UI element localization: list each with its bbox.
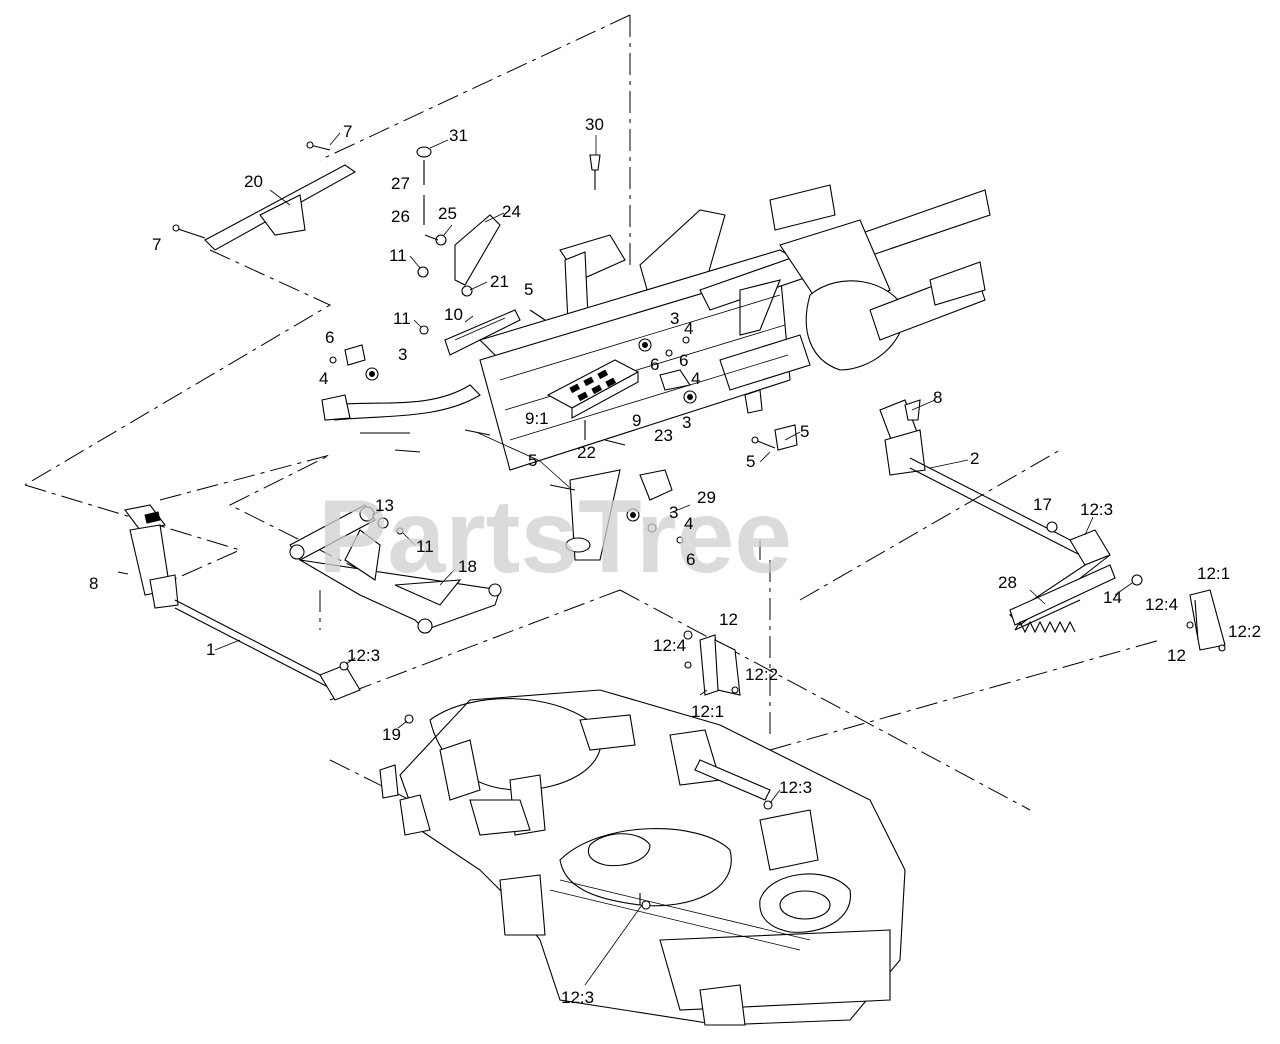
callout-label: 10 <box>444 305 463 324</box>
callout-label: 30 <box>585 115 604 134</box>
callout-label: 6 <box>686 550 695 569</box>
callout-label: 20 <box>244 172 263 191</box>
watermark: PartsTree <box>318 479 792 595</box>
callout-label: 2 <box>970 449 979 468</box>
callout-label: 21 <box>490 272 509 291</box>
callout-label: 4 <box>684 514 693 533</box>
callout-label: 19 <box>382 725 401 744</box>
callout-label: 12:1 <box>691 702 724 721</box>
callout-label: 11 <box>393 309 411 328</box>
callout-label: 11 <box>416 537 434 556</box>
callout-label: 6 <box>679 351 688 370</box>
callout-label: 5 <box>524 280 533 299</box>
callout-label: 12:3 <box>1080 500 1113 519</box>
right-rod-2 <box>751 399 1081 556</box>
callout-label: 12:2 <box>745 665 778 684</box>
callout-label: 28 <box>998 573 1017 592</box>
callout-label: 25 <box>438 204 457 223</box>
callout-label: 24 <box>502 202 521 221</box>
callout-label: 5 <box>746 452 755 471</box>
callout-label: 4 <box>684 319 693 338</box>
callout-labels: 7 31 30 20 27 26 25 24 7 11 21 5 11 10 3… <box>89 115 1261 1007</box>
callout-label: 12:4 <box>653 636 686 655</box>
callout-label: 12:3 <box>779 778 812 797</box>
leader-lines <box>214 132 1133 986</box>
callout-label: 12:4 <box>1145 595 1178 614</box>
callout-label: 9 <box>632 411 641 430</box>
callout-label: 7 <box>152 235 161 254</box>
callout-label: 1 <box>206 640 215 659</box>
callout-label: 26 <box>391 207 410 226</box>
callout-label: 12:3 <box>561 988 594 1007</box>
callout-label: 3 <box>669 503 678 522</box>
callout-label: 23 <box>654 426 673 445</box>
lift-rod-20 <box>172 141 357 251</box>
callout-label: 12:2 <box>1228 622 1261 641</box>
left-bent-arm <box>321 384 481 453</box>
callout-label: 4 <box>319 369 328 388</box>
callout-label: 27 <box>391 174 410 193</box>
callout-label: 6 <box>650 355 659 374</box>
callout-label: 22 <box>577 443 596 462</box>
callout-label: 12:1 <box>1197 564 1230 583</box>
left-rod-1 <box>117 504 414 724</box>
callout-label: 5 <box>528 451 537 470</box>
callout-label: 12 <box>719 610 738 629</box>
step-plate-9 <box>546 359 640 446</box>
upper-hardware <box>416 146 601 297</box>
callout-label: 4 <box>691 369 700 388</box>
center-bushings <box>464 309 697 544</box>
callout-label: 5 <box>800 422 809 441</box>
callout-label: 3 <box>670 309 679 328</box>
callout-label: 18 <box>458 557 477 576</box>
callout-label: 8 <box>89 574 98 593</box>
callout-label: 29 <box>697 488 716 507</box>
callout-label: 12 <box>1167 646 1186 665</box>
bracket-10 <box>419 309 521 356</box>
callout-label: 9:1 <box>525 409 549 428</box>
callout-label: 3 <box>682 413 691 432</box>
left-bushings <box>329 344 379 381</box>
right-lever-14 <box>1009 521 1143 626</box>
lift-arm-18 <box>289 504 502 634</box>
mower-deck <box>379 689 906 1026</box>
spring-28 <box>1014 599 1081 634</box>
center-hanger-12 <box>683 630 741 696</box>
callout-label: 7 <box>343 122 352 141</box>
callout-label: 11 <box>389 246 407 265</box>
callout-label: 3 <box>398 345 407 364</box>
callout-label: 13 <box>375 496 394 515</box>
callout-label: 12:3 <box>347 646 380 665</box>
callout-label: 6 <box>325 328 334 347</box>
right-hanger-12 <box>1186 589 1226 652</box>
callout-label: 14 <box>1103 588 1122 607</box>
callout-label: 31 <box>449 126 468 145</box>
callout-label: 8 <box>933 388 942 407</box>
callout-label: 17 <box>1033 495 1052 514</box>
